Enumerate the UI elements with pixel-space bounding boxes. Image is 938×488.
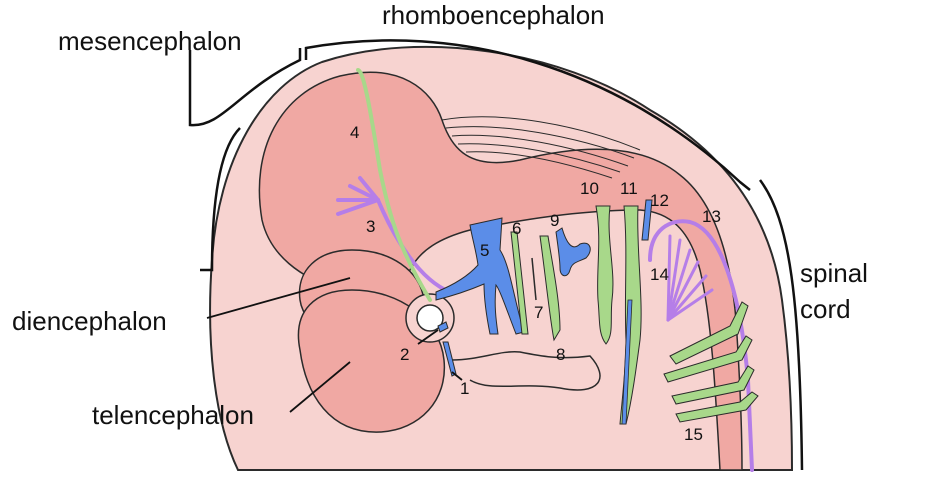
head-bracket	[200, 127, 241, 272]
nerve-14-shape	[666, 234, 714, 322]
pharyngeal-contour	[451, 350, 601, 391]
rhombencephalon-bracket	[304, 39, 751, 191]
nerve-label-10: 10	[580, 179, 599, 198]
nerve-12-shape	[641, 199, 653, 241]
nerve-1-shape	[442, 341, 457, 377]
nerve-13-shape	[648, 219, 754, 472]
nerve-label-3: 3	[366, 217, 375, 236]
mesencephalon-bracket	[188, 48, 302, 127]
nerve-2-leader	[417, 329, 439, 345]
rhombencephalon-label: rhomboencephalon	[382, 0, 605, 30]
spinal-label-line1: spinal	[800, 258, 868, 288]
nerve-6-shape	[510, 231, 529, 335]
nerve-label-11: 11	[620, 179, 638, 198]
nerve-1-leader	[451, 371, 463, 381]
nerve-label-5: 5	[480, 241, 489, 260]
region-brackets	[188, 39, 804, 471]
nerve-label-15: 15	[684, 425, 703, 444]
spinal-label-line2: cord	[800, 294, 851, 324]
nerve-3-shape	[336, 176, 452, 294]
rhombencephalon-roof-lines	[441, 116, 641, 179]
spinal-cord-bracket	[758, 179, 804, 471]
nerve-label-1: 1	[460, 379, 469, 398]
nerve-label-12: 12	[650, 191, 669, 210]
nerve-label-13: 13	[702, 207, 721, 226]
nerve-7-shape	[531, 257, 537, 301]
leader-lines	[206, 277, 463, 413]
diencephalon-label: diencephalon	[12, 306, 167, 336]
nerve-10-shape	[595, 205, 614, 345]
nerve-label-9: 9	[550, 211, 559, 230]
nerve-9-shape	[555, 227, 591, 277]
nerve-15-shape	[663, 301, 759, 423]
nerve-label-4: 4	[350, 123, 359, 142]
telencephalon-leader	[289, 361, 351, 413]
nerve-label-7: 7	[534, 303, 543, 322]
nerve-2-shape	[437, 321, 449, 333]
nerve-label-8: 8	[556, 345, 565, 364]
nerve-label-2: 2	[400, 345, 409, 364]
nerve-label-14: 14	[650, 265, 669, 284]
nerve-8-shape	[539, 235, 561, 342]
diencephalon-leader	[206, 277, 351, 319]
nerve-11-core	[621, 299, 633, 425]
nerve-label-6: 6	[512, 219, 521, 238]
telencephalon-label: telencephalon	[92, 400, 254, 430]
nerve-4-shape	[356, 68, 432, 302]
mesencephalon-label: mesencephalon	[58, 26, 242, 56]
